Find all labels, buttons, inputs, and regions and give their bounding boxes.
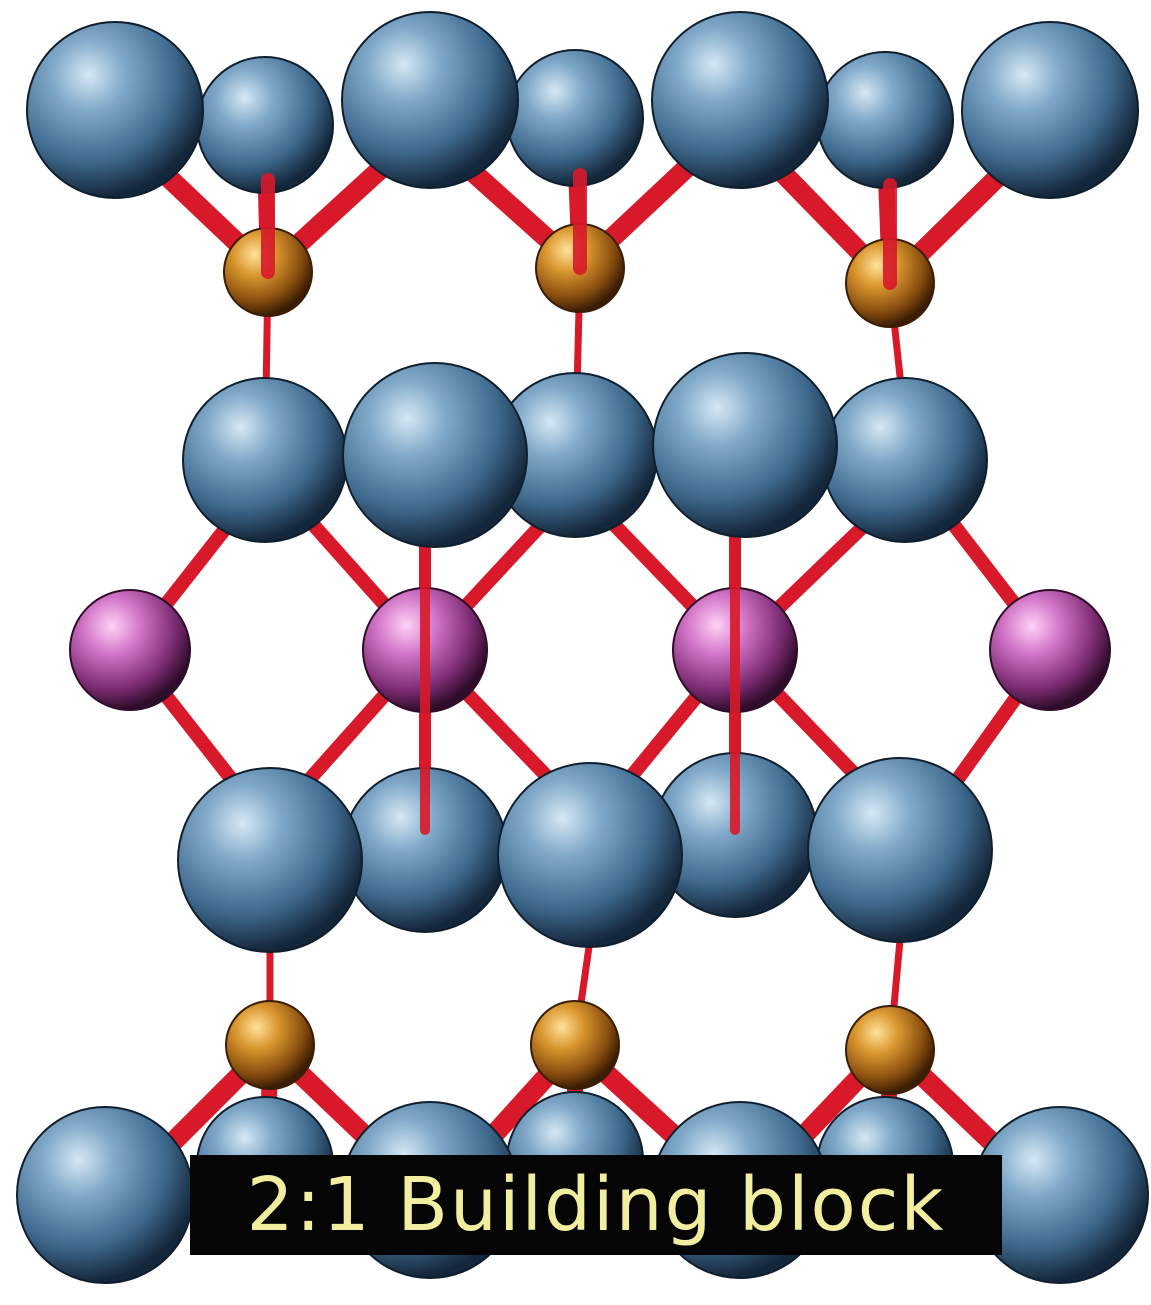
oxygen-atom-10 bbox=[182, 377, 348, 543]
oxygen-atom-13 bbox=[342, 362, 528, 548]
oxygen-atom-30 bbox=[16, 1106, 194, 1284]
oxygen-atom-5 bbox=[651, 11, 829, 189]
caption-text: 2:1 Building block bbox=[246, 1162, 946, 1248]
oxygen-atom-23 bbox=[807, 757, 993, 943]
oxygen-atom-4 bbox=[341, 11, 519, 189]
oxygen-atom-14 bbox=[652, 352, 838, 538]
octahedral-atom-15 bbox=[69, 589, 191, 711]
oxygen-atom-21 bbox=[177, 767, 363, 953]
caption-box: 2:1 Building block bbox=[190, 1155, 1002, 1255]
tetrahedral-atom-25 bbox=[530, 1000, 620, 1090]
octahedral-atom-16 bbox=[989, 589, 1111, 711]
tetrahedral-atom-26 bbox=[845, 1005, 935, 1095]
tetrahedral-atom-24 bbox=[225, 1000, 315, 1090]
oxygen-atom-2 bbox=[816, 51, 954, 189]
oxygen-atom-6 bbox=[961, 21, 1139, 199]
oxygen-atom-1 bbox=[506, 49, 644, 187]
oxygen-atom-12 bbox=[822, 377, 988, 543]
oxygen-atom-3 bbox=[26, 21, 204, 199]
oxygen-atom-0 bbox=[196, 56, 334, 194]
oxygen-atom-22 bbox=[497, 762, 683, 948]
